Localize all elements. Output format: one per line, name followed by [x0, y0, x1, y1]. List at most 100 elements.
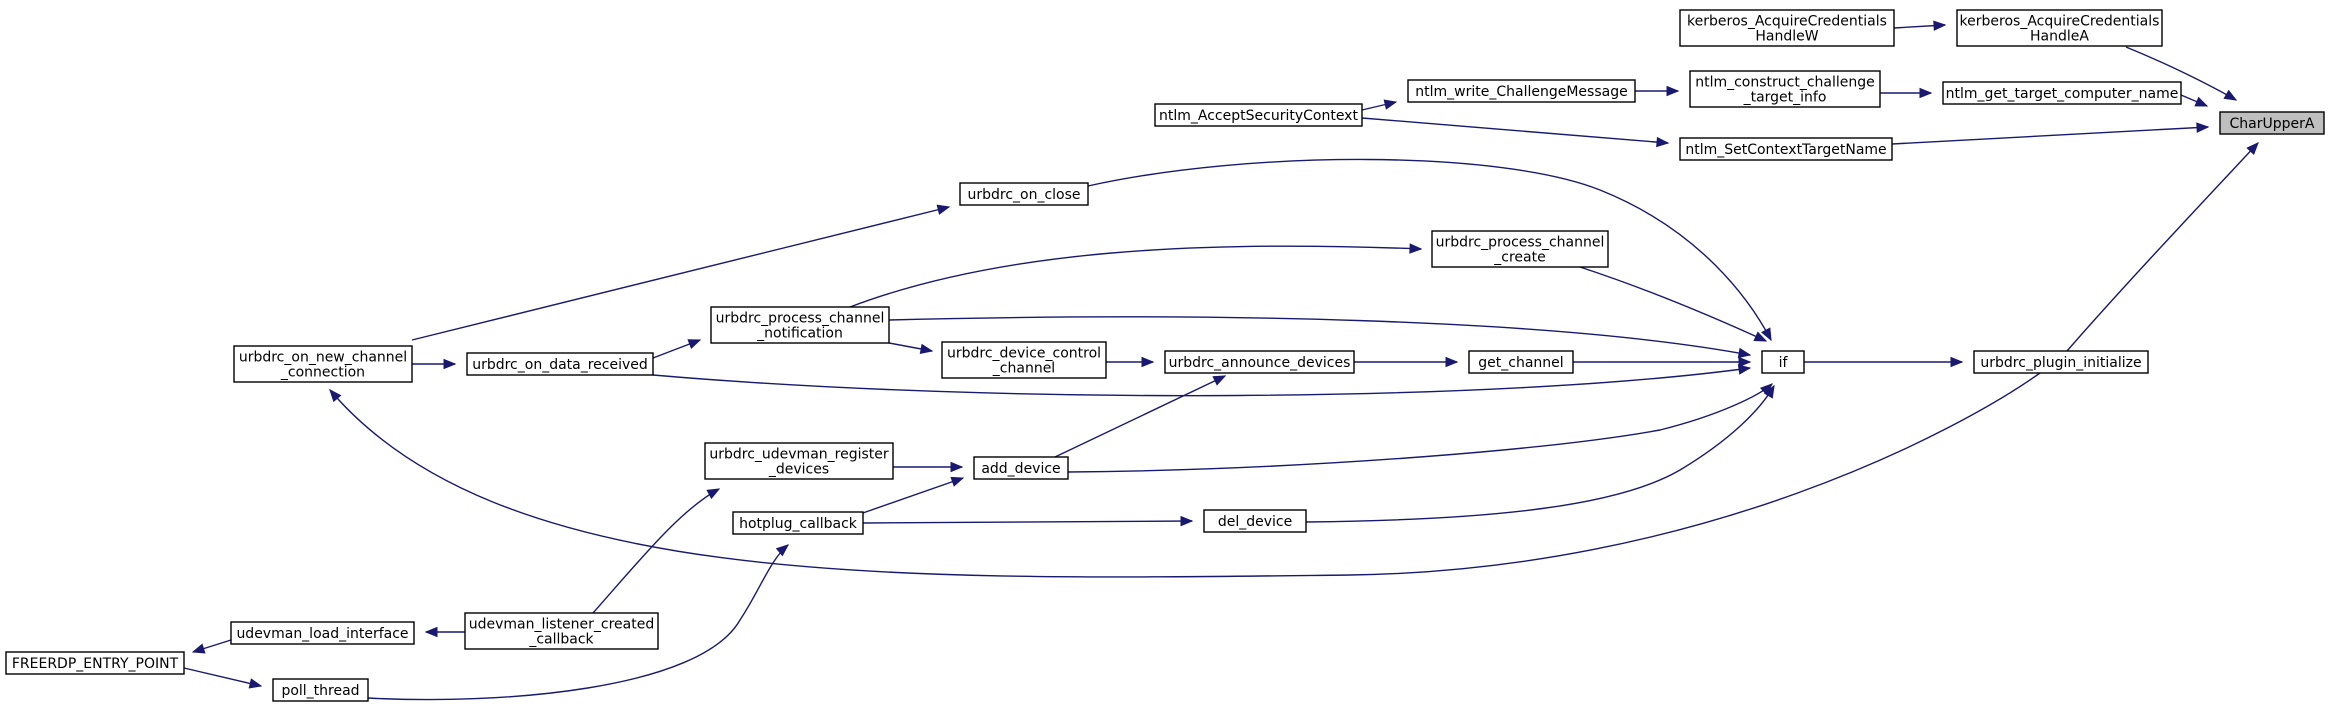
node-box — [1942, 81, 2182, 105]
node-urb-data[interactable]: urbdrc_on_data_received — [466, 352, 654, 376]
node-ntlm-accept[interactable]: ntlm_AcceptSecurityContext — [1154, 103, 1363, 127]
node-ntlm-construct[interactable]: ntlm_construct_challenge_target_info — [1689, 70, 1881, 108]
node-udev-listener[interactable]: udevman_listener_created_callback — [464, 612, 659, 650]
node-box — [5, 651, 185, 675]
node-ntlm-write[interactable]: ntlm_write_ChallengeMessage — [1407, 79, 1636, 103]
edge-kerb-w-to-kerb-a — [1893, 20, 1947, 31]
arrowhead-icon — [1445, 356, 1459, 368]
node-box — [2219, 111, 2325, 135]
node-box — [1154, 103, 1363, 127]
node-box — [1679, 9, 1895, 47]
arrowhead-icon — [1409, 243, 1423, 254]
node-udev-register[interactable]: urbdrc_udevman_register_devices — [704, 442, 894, 480]
node-urb-create[interactable]: urbdrc_process_channel_create — [1431, 230, 1609, 268]
node-freerdp[interactable]: FREERDP_ENTRY_POINT — [5, 651, 185, 675]
node-label: _devices — [768, 462, 829, 478]
edge-urb-close-to-if — [1087, 158, 1772, 342]
edge-line — [411, 206, 950, 341]
node-urb-close[interactable]: urbdrc_on_close — [959, 182, 1089, 206]
arrowhead-icon — [248, 678, 263, 689]
edge-get-channel-to-if — [1573, 356, 1752, 368]
arrowhead-icon — [919, 343, 934, 355]
node-label: ntlm_get_target_computer_name — [1946, 86, 2179, 102]
node-box — [233, 345, 413, 383]
edge-urb-announce-to-get-channel — [1354, 356, 1459, 368]
node-label: add_device — [981, 461, 1060, 477]
edges — [183, 20, 2259, 701]
arrowhead-icon — [443, 358, 457, 370]
node-box — [272, 678, 369, 702]
node-del-device[interactable]: del_device — [1203, 509, 1307, 533]
node-get-channel[interactable]: get_channel — [1468, 350, 1574, 374]
edge-line — [329, 372, 2041, 578]
edge-line — [367, 544, 789, 701]
node-box — [1689, 70, 1881, 108]
edge-line — [183, 667, 262, 687]
node-label: ntlm_SetContextTargetName — [1685, 142, 1886, 158]
node-urb-announce[interactable]: urbdrc_announce_devices — [1164, 350, 1355, 374]
arrowhead-icon — [936, 204, 951, 215]
node-charupper[interactable]: CharUpperA — [2219, 111, 2325, 135]
node-label: hotplug_callback — [739, 516, 858, 532]
node-urb-devctl[interactable]: urbdrc_device_control_channel — [941, 341, 1107, 379]
edge-ntlm-accept-to-ntlm-write — [1361, 99, 1398, 111]
edge-line — [859, 477, 964, 515]
arrowhead-icon — [1737, 364, 1752, 375]
edge-line — [2066, 142, 2259, 352]
edge-kerb-a-to-charupper — [2125, 46, 2238, 101]
edge-line — [592, 488, 720, 614]
edge-urb-notif-to-if — [888, 316, 1752, 359]
arrowhead-icon — [2246, 142, 2259, 155]
node-box — [732, 511, 864, 535]
edge-urb-newconn-to-urb-close — [411, 204, 951, 341]
node-label: get_channel — [1478, 355, 1563, 371]
node-label: urbdrc_process_channel — [716, 311, 885, 327]
node-label: urbdrc_process_channel — [1436, 235, 1605, 251]
edge-line — [849, 245, 1422, 308]
node-label: udevman_load_interface — [236, 626, 408, 642]
node-box — [941, 341, 1107, 379]
edge-urb-data-to-urb-notif — [652, 339, 702, 359]
arrowhead-icon — [2223, 89, 2238, 101]
edge-hotplug-to-add-device — [859, 476, 965, 515]
node-ntlm-target[interactable]: ntlm_get_target_computer_name — [1942, 81, 2182, 105]
node-label: CharUpperA — [2230, 116, 2315, 132]
edge-line — [1087, 158, 1772, 341]
arrowhead-icon — [1763, 384, 1775, 399]
edge-line — [1361, 117, 1669, 144]
arrowhead-icon — [2194, 96, 2209, 107]
edge-line — [1067, 383, 1773, 473]
node-hotplug[interactable]: hotplug_callback — [732, 511, 864, 535]
arrowhead-icon — [1180, 515, 1194, 527]
edge-urb-create-to-if — [1579, 266, 1768, 342]
node-urb-notif[interactable]: urbdrc_process_channel_notification — [710, 306, 890, 344]
arrowhead-icon — [775, 544, 790, 557]
node-if[interactable]: if — [1761, 350, 1805, 374]
node-label: urbdrc_device_control — [947, 346, 1101, 362]
node-box — [973, 456, 1069, 480]
node-label: urbdrc_on_data_received — [472, 357, 648, 373]
node-poll-thread[interactable]: poll_thread — [272, 678, 369, 702]
arrowhead-icon — [424, 626, 438, 638]
node-label: del_device — [1218, 514, 1292, 530]
edge-urb-devctl-to-urb-announce — [1106, 356, 1155, 368]
node-box — [230, 621, 415, 645]
node-add-device[interactable]: add_device — [973, 456, 1069, 480]
node-udev-load[interactable]: udevman_load_interface — [230, 621, 415, 645]
node-label: urbdrc_plugin_initialize — [1980, 355, 2141, 371]
edge-ntlm-write-to-ntlm-construct — [1635, 85, 1680, 97]
node-urb-newconn[interactable]: urbdrc_on_new_channel_connection — [233, 345, 413, 383]
edge-hotplug-to-del-device — [862, 515, 1194, 527]
node-ntlm-setctx[interactable]: ntlm_SetContextTargetName — [1679, 137, 1893, 161]
arrowhead-icon — [1761, 327, 1772, 342]
nodes: CharUpperA kerberos_AcquireCredentialsHan… — [5, 9, 2325, 702]
node-plugin-init[interactable]: urbdrc_plugin_initialize — [1973, 350, 2149, 374]
arrowhead-icon — [1738, 356, 1752, 368]
edge-poll-thread-to-hotplug — [367, 544, 790, 701]
edge-line — [652, 367, 1751, 397]
arrowhead-icon — [1666, 85, 1680, 97]
node-box — [704, 442, 894, 480]
node-label: _notification — [756, 326, 843, 342]
